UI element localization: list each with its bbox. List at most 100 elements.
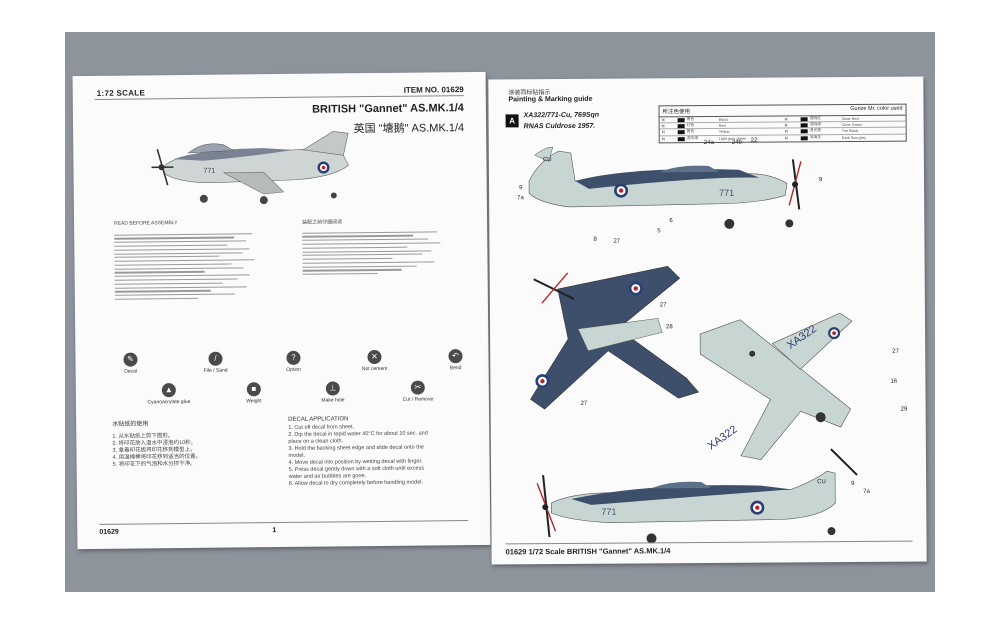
- color-swatch: [800, 129, 808, 134]
- callout-number: 27: [580, 400, 588, 407]
- color-name-cn: 透明绿: [809, 122, 822, 127]
- color-name-cn: 透明红: [809, 116, 821, 121]
- color-swatch: [800, 123, 808, 128]
- legend-drill: ⊥: [325, 381, 340, 396]
- decal-cn-list: 1. 从水贴纸上剪下图形。 2. 将印花放入温水中浸泡约10秒。 3. 拿着印花…: [112, 432, 287, 469]
- read-before-heading-cn: 装配之前仔细阅读: [302, 219, 343, 226]
- color-table-header-cn: 所注色使用: [662, 109, 691, 116]
- kit-title-en: BRITISH "Gannet" AS.MK.1/4: [312, 102, 464, 116]
- file-sand-icon: /: [208, 351, 223, 366]
- page-number: 1: [272, 527, 277, 535]
- color-swatch: [677, 117, 685, 122]
- not-cement-icon: ✕: [367, 349, 382, 365]
- color-table-header-en: Gunze Mr. color used: [850, 105, 903, 112]
- color-swatch: [677, 130, 685, 135]
- bend-icon: ↶: [448, 349, 463, 364]
- svg-text:771: 771: [204, 168, 216, 175]
- legend-option-label: Option: [286, 366, 302, 373]
- cut-icon: ✂: [410, 380, 425, 395]
- tail-code-top: CU: [543, 157, 552, 163]
- callout-number: 9: [851, 480, 855, 488]
- scheme-letter-box: A: [505, 114, 519, 128]
- callout-number: 29: [900, 406, 908, 413]
- legend-glue-label: Cyanoacrylate glue: [147, 398, 191, 406]
- photo-background: 1:72 SCALE ITEM NO. 01629 BRITISH "Ganne…: [65, 32, 935, 592]
- instruction-page-left: 1:72 SCALE ITEM NO. 01629 BRITISH "Ganne…: [72, 71, 491, 550]
- legend-weight: ■: [246, 382, 261, 397]
- painting-guide-cn: 涂装同标贴指示: [508, 90, 551, 97]
- paint-color-table: 所注色使用 Gunze Mr. color used H 黑色 Black H 透明红…: [658, 103, 907, 144]
- callout-number: 27: [892, 348, 899, 355]
- color-name-cn: 消光黑: [809, 128, 822, 133]
- callout-number: 28: [666, 324, 673, 331]
- callout-number: 9: [519, 185, 523, 192]
- instruction-page-right: 涂装同标贴指示 Painting & Marking guide A XA322…: [488, 76, 927, 565]
- legend-not-cement-label: Not cement: [361, 365, 388, 373]
- legend-bend-label: Bend: [449, 365, 462, 372]
- color-code: H: [661, 117, 665, 123]
- scale-label: 1:72 SCALE: [96, 88, 146, 98]
- legend-cut-label: Cut / Remove: [402, 396, 434, 403]
- legend-decal: ✎: [123, 352, 138, 367]
- callout-number: 22: [750, 137, 758, 144]
- color-swatch: [677, 123, 685, 128]
- callout-number: 6: [669, 218, 673, 225]
- color-name-cn: 黑色: [686, 117, 695, 122]
- callout-number: 27: [659, 302, 667, 309]
- callout-number: 8: [593, 236, 597, 243]
- color-name-en: Tire Black: [841, 128, 859, 134]
- box-art-gannet-illustration: 771: [151, 131, 349, 205]
- legend-weight-label: Weight: [246, 398, 262, 405]
- callout-number: 16: [890, 378, 898, 385]
- decal-cn-heading: 水贴纸的使用: [112, 421, 149, 428]
- scheme-base: RNAS Culdrose 1957.: [523, 122, 596, 131]
- decal-icon: ✎: [123, 352, 138, 367]
- serial-wing-2: XA322: [706, 424, 740, 453]
- color-name-en: Clear Red: [841, 116, 859, 121]
- color-swatch: [800, 116, 808, 121]
- color-name-en: Black: [718, 117, 728, 122]
- color-code: H: [661, 123, 665, 129]
- callout-number: 24a: [703, 139, 714, 147]
- precautions-cn-block: [302, 228, 452, 278]
- callout-number: 5: [657, 228, 661, 235]
- top-view-underside-illustration: [530, 265, 700, 410]
- item-number: ITEM NO. 01629: [403, 85, 464, 95]
- underside-view-illustration: XA322 XA322: [699, 312, 858, 476]
- callout-number: 27: [613, 238, 621, 245]
- side-view-bottom-illustration: 771 CU: [536, 470, 836, 544]
- decal-en-line: 6. Allow decal to dry completely before …: [288, 479, 424, 487]
- side-code-top: 771: [719, 188, 734, 198]
- legend-decal-label: Decal: [124, 368, 138, 375]
- side-view-top-illustration: CU 771: [528, 146, 802, 229]
- color-name-en: Yellow: [718, 129, 730, 134]
- header-rule: [94, 95, 464, 100]
- option-icon: ?: [286, 350, 301, 365]
- color-name-en: Clear Green: [841, 122, 863, 127]
- decal-en-list: 1. Cut off decal from sheet. 2. Dip the …: [288, 423, 479, 488]
- legend-not-cement: ✕: [367, 349, 382, 365]
- color-code: H: [784, 128, 788, 134]
- kit-title-cn: 英国 "塘鹅" AS.MK.1/4: [353, 122, 465, 136]
- color-code: H: [784, 116, 788, 122]
- painting-guide-title: Painting & Marking guide: [508, 95, 593, 104]
- color-name-en: Red: [718, 123, 726, 128]
- precautions-en-block: [114, 230, 265, 302]
- color-name-cn: 红色: [686, 123, 695, 128]
- color-name-en: Dark Sea grey: [841, 135, 867, 140]
- legend-cut: ✂: [410, 380, 425, 395]
- decal-en-heading: DECAL APPLICATION: [288, 416, 349, 423]
- callout-number: 24b: [731, 139, 742, 146]
- legend-glue: ▲: [161, 383, 176, 398]
- legend-bend: ↶: [448, 349, 463, 364]
- glue-icon: ▲: [161, 383, 176, 398]
- weight-icon: ■: [246, 382, 261, 397]
- decal-cn-line: 5. 将印花下的气泡和水分挤干净。: [112, 460, 196, 468]
- color-name-cn: 深海灰: [809, 135, 822, 140]
- callout-number: 9: [819, 177, 823, 184]
- drill-icon: ⊥: [325, 381, 340, 396]
- legend-option: ?: [286, 350, 301, 365]
- legend-drill-label: Make hole: [321, 397, 345, 404]
- legend-file: /: [208, 351, 223, 366]
- color-code: H: [784, 122, 788, 128]
